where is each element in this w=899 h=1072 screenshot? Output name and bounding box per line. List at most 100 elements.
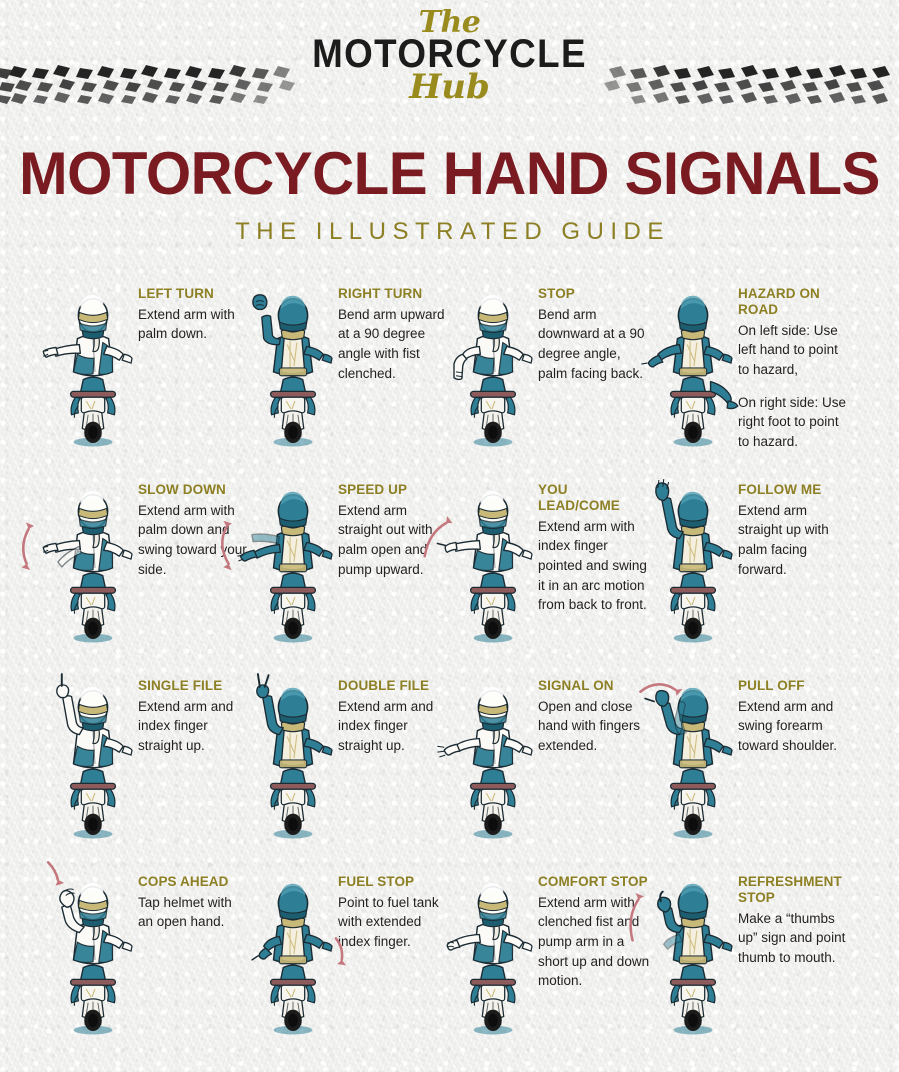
signal-body: Point to fuel tank with extended index f…	[338, 893, 450, 952]
signal-card-comfort-stop: COMFORT STOP Extend arm with clenched fi…	[446, 864, 652, 1060]
signal-card-you-lead-come: YOU LEAD/COME Extend arm with index fing…	[423, 472, 652, 668]
signal-description: Extend arm with palm down and swing towa…	[138, 502, 247, 577]
signal-description: Extend arm straight out with palm open a…	[338, 502, 433, 577]
signal-text-block: LEFT TURN Extend arm with palm down.	[132, 276, 250, 344]
rider-illustration-double-file	[254, 668, 333, 843]
motion-arrow	[629, 892, 644, 942]
signal-card-slow-down: SLOW DOWN Extend arm with palm down and …	[21, 472, 252, 668]
signal-body: Extend arm with clenched fist and pump a…	[538, 893, 650, 991]
rider-illustration-cops-ahead	[46, 861, 133, 1039]
signal-card-stop: STOP Bend arm downward at a 90 degree an…	[452, 276, 652, 472]
signal-description: Open and close hand with fingers extende…	[538, 698, 641, 754]
rider-illustration-refreshment-stop	[629, 864, 733, 1039]
rider-illustration-hazard-on-road	[641, 276, 739, 451]
rider-illustration-follow-me	[654, 472, 733, 647]
signal-description: Extend arm and index finger straight up.	[138, 698, 234, 754]
signal-title: SPEED UP	[338, 482, 408, 497]
signal-card-speed-up: SPEED UP Extend arm straight out with pa…	[221, 472, 452, 668]
signal-body: Bend arm downward at a 90 degree angle, …	[538, 305, 650, 383]
signal-text-block: FUEL STOP Point to fuel tank with extend…	[332, 864, 450, 952]
signal-description: Extend arm with palm down.	[138, 306, 235, 342]
rider-illustration-fuel-stop	[251, 864, 347, 1039]
signal-title: REFRESHMENT STOP	[738, 874, 842, 905]
signal-text-block: FOLLOW ME Extend arm straight up with pa…	[732, 472, 850, 579]
signal-description: Bend arm upward at a 90 degree angle wit…	[338, 306, 445, 381]
signal-card-pull-off: PULL OFF Extend arm and swing forearm to…	[639, 668, 852, 864]
signal-body: Bend arm upward at a 90 degree angle wit…	[338, 305, 450, 383]
page-title: MOTORCYCLE HAND SIGNALS	[19, 140, 880, 207]
rider-illustration-you-lead-come	[423, 472, 533, 647]
signal-title: SIGNAL ON	[538, 678, 614, 693]
rider-illustration-signal-on	[437, 668, 533, 843]
motion-arrow	[46, 861, 65, 886]
signal-description: Point to fuel tank with extended index f…	[338, 894, 439, 950]
signal-card-signal-on: SIGNAL ON Open and close hand with finge…	[437, 668, 652, 864]
signal-body: Extend arm with palm down.	[138, 305, 250, 344]
signal-body: Extend arm and index finger straight up.	[138, 697, 250, 756]
signal-card-double-file: DOUBLE FILE Extend arm and index finger …	[252, 668, 452, 864]
title-block: MOTORCYCLE HAND SIGNALS THE ILLUSTRATED …	[0, 144, 899, 246]
signal-title: SINGLE FILE	[138, 678, 223, 693]
signal-card-hazard-on-road: HAZARD ON ROAD On left side: Use left ha…	[641, 276, 852, 472]
signal-text-block: SINGLE FILE Extend arm and index finger …	[132, 668, 250, 756]
signal-text-block: SLOW DOWN Extend arm with palm down and …	[132, 472, 250, 579]
signal-text-block: STOP Bend arm downward at a 90 degree an…	[532, 276, 650, 383]
signal-title: HAZARD ON ROAD	[738, 286, 820, 317]
signal-description: Make a “thumbs up” sign and point thumb …	[738, 910, 846, 965]
signal-title: STOP	[538, 286, 575, 301]
signal-description: Extend arm straight up with palm facing …	[738, 502, 829, 577]
signal-title: RIGHT TURN	[338, 286, 423, 301]
rider-illustration-speed-up	[221, 472, 333, 647]
signal-title: DOUBLE FILE	[338, 678, 430, 693]
logo-the-text: The	[418, 5, 481, 40]
signal-text-block: HAZARD ON ROAD On left side: Use left ha…	[732, 276, 850, 451]
signal-card-left-turn: LEFT TURN Extend arm with palm down.	[42, 276, 252, 472]
signal-text-block: RIGHT TURN Bend arm upward at a 90 degre…	[332, 276, 450, 383]
signal-grid: LEFT TURN Extend arm with palm down.	[21, 276, 852, 1060]
logo-motorcycle-text: MOTORCYCLE	[312, 32, 587, 76]
signal-body: Open and close hand with fingers extende…	[538, 697, 650, 756]
logo-hub-text: Hub	[409, 67, 490, 107]
signal-title: PULL OFF	[738, 678, 805, 693]
signal-body: Extend arm and swing forearm toward shou…	[738, 697, 850, 756]
signal-body: Extend arm with palm down and swing towa…	[138, 501, 250, 579]
signal-description: Extend arm with clenched fist and pump a…	[538, 894, 650, 989]
signal-title: YOU LEAD/COME	[538, 482, 620, 513]
rider-illustration-single-file	[54, 668, 133, 843]
signal-body: Extend arm with index finger pointed and…	[538, 517, 650, 615]
page-subtitle: THE ILLUSTRATED GUIDE	[235, 218, 670, 245]
motion-arrow	[21, 522, 35, 571]
motion-arrow	[423, 516, 453, 558]
signal-body: Extend arm straight out with palm open a…	[338, 501, 450, 579]
signal-card-cops-ahead: COPS AHEAD Tap helmet with an open hand.	[46, 861, 252, 1060]
brand-logo[interactable]: The MOTORCYCLE Hub	[0, 5, 899, 107]
signal-description: Bend arm downward at a 90 degree angle, …	[538, 306, 645, 381]
signal-title: FUEL STOP	[338, 874, 415, 889]
signal-title: COMFORT STOP	[538, 874, 648, 889]
signal-card-follow-me: FOLLOW ME Extend arm straight up with pa…	[652, 472, 852, 668]
rider-illustration-comfort-stop	[446, 864, 533, 1039]
signal-description: Extend arm with index finger pointed and…	[538, 518, 647, 613]
signal-text-block: COPS AHEAD Tap helmet with an open hand.	[132, 864, 250, 932]
signal-title: FOLLOW ME	[738, 482, 822, 497]
signal-text-block: SPEED UP Extend arm straight out with pa…	[332, 472, 450, 579]
rider-illustration-left-turn	[42, 276, 133, 451]
rider-illustration-pull-off	[639, 668, 733, 843]
tire-track-right-icon	[593, 62, 899, 106]
signal-title: COPS AHEAD	[138, 874, 229, 889]
rider-illustration-stop	[453, 276, 533, 451]
signal-text-block: SIGNAL ON Open and close hand with finge…	[532, 668, 650, 756]
signal-body: Make a “thumbs up” sign and point thumb …	[738, 909, 850, 968]
tire-track-left-icon	[0, 62, 306, 106]
signal-title: SLOW DOWN	[138, 482, 226, 497]
signal-description: Tap helmet with an open hand.	[138, 894, 232, 930]
signal-description: On right side: Use right foot to point t…	[738, 394, 847, 449]
signal-body: Tap helmet with an open hand.	[138, 893, 250, 932]
signal-text-block: DOUBLE FILE Extend arm and index finger …	[332, 668, 450, 756]
signal-body: Extend arm straight up with palm facing …	[738, 501, 850, 579]
motion-arrow	[639, 683, 683, 696]
signal-card-right-turn: RIGHT TURN Bend arm upward at a 90 degre…	[252, 276, 452, 472]
signal-text-block: COMFORT STOP Extend arm with clenched fi…	[532, 864, 650, 991]
motion-arrow	[334, 937, 347, 966]
signal-description: On left side: Use left hand to point to …	[738, 322, 838, 377]
